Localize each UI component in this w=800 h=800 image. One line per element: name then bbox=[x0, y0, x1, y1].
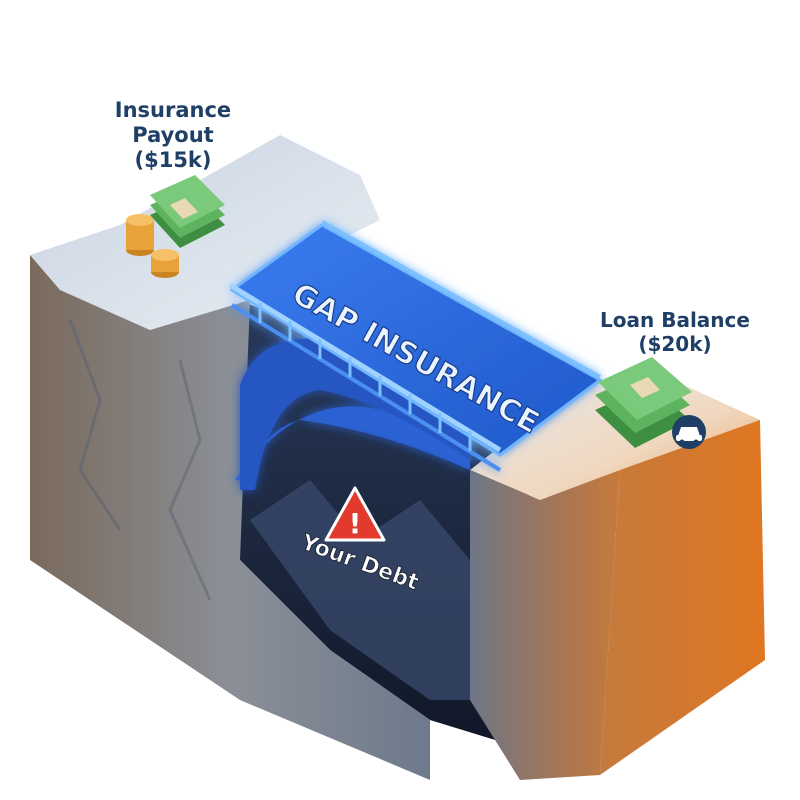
bridge bbox=[228, 220, 603, 490]
bridge-balusters bbox=[258, 303, 472, 451]
bridge-arch-front bbox=[240, 338, 470, 490]
car-icon bbox=[672, 415, 706, 449]
bridge-railing-front-low bbox=[230, 303, 502, 472]
coin-stack-icon bbox=[126, 214, 179, 278]
right-cliff-side bbox=[600, 420, 765, 775]
bridge-arch bbox=[235, 360, 470, 480]
cash-stack-icon-right bbox=[595, 357, 692, 448]
cash-stack-icon bbox=[150, 175, 225, 248]
insurance-payout-line2: Payout bbox=[132, 123, 214, 148]
bridge-railing-back bbox=[321, 220, 601, 379]
left-cliff-front bbox=[30, 255, 430, 780]
loan-balance-label: Loan Balance ($20k) bbox=[580, 308, 770, 356]
chasm-rocks bbox=[250, 480, 540, 700]
right-cliff-front bbox=[470, 470, 620, 780]
warning-mark: ! bbox=[349, 507, 362, 540]
insurance-payout-line1: Insurance bbox=[114, 98, 232, 122]
loan-balance-amount: ($20k) bbox=[638, 332, 712, 356]
loan-balance-line1: Loan Balance bbox=[600, 308, 750, 332]
left-cliff-cracks bbox=[68, 319, 122, 531]
left-cliff-crack-2 bbox=[168, 359, 212, 601]
insurance-payout-amount: ($15k) bbox=[134, 148, 212, 173]
bridge-railing-front bbox=[228, 282, 502, 453]
warning-icon: ! bbox=[324, 486, 386, 542]
insurance-payout-label: Insurance Payout ($15k) bbox=[88, 98, 258, 174]
right-cliff-top bbox=[470, 365, 760, 500]
